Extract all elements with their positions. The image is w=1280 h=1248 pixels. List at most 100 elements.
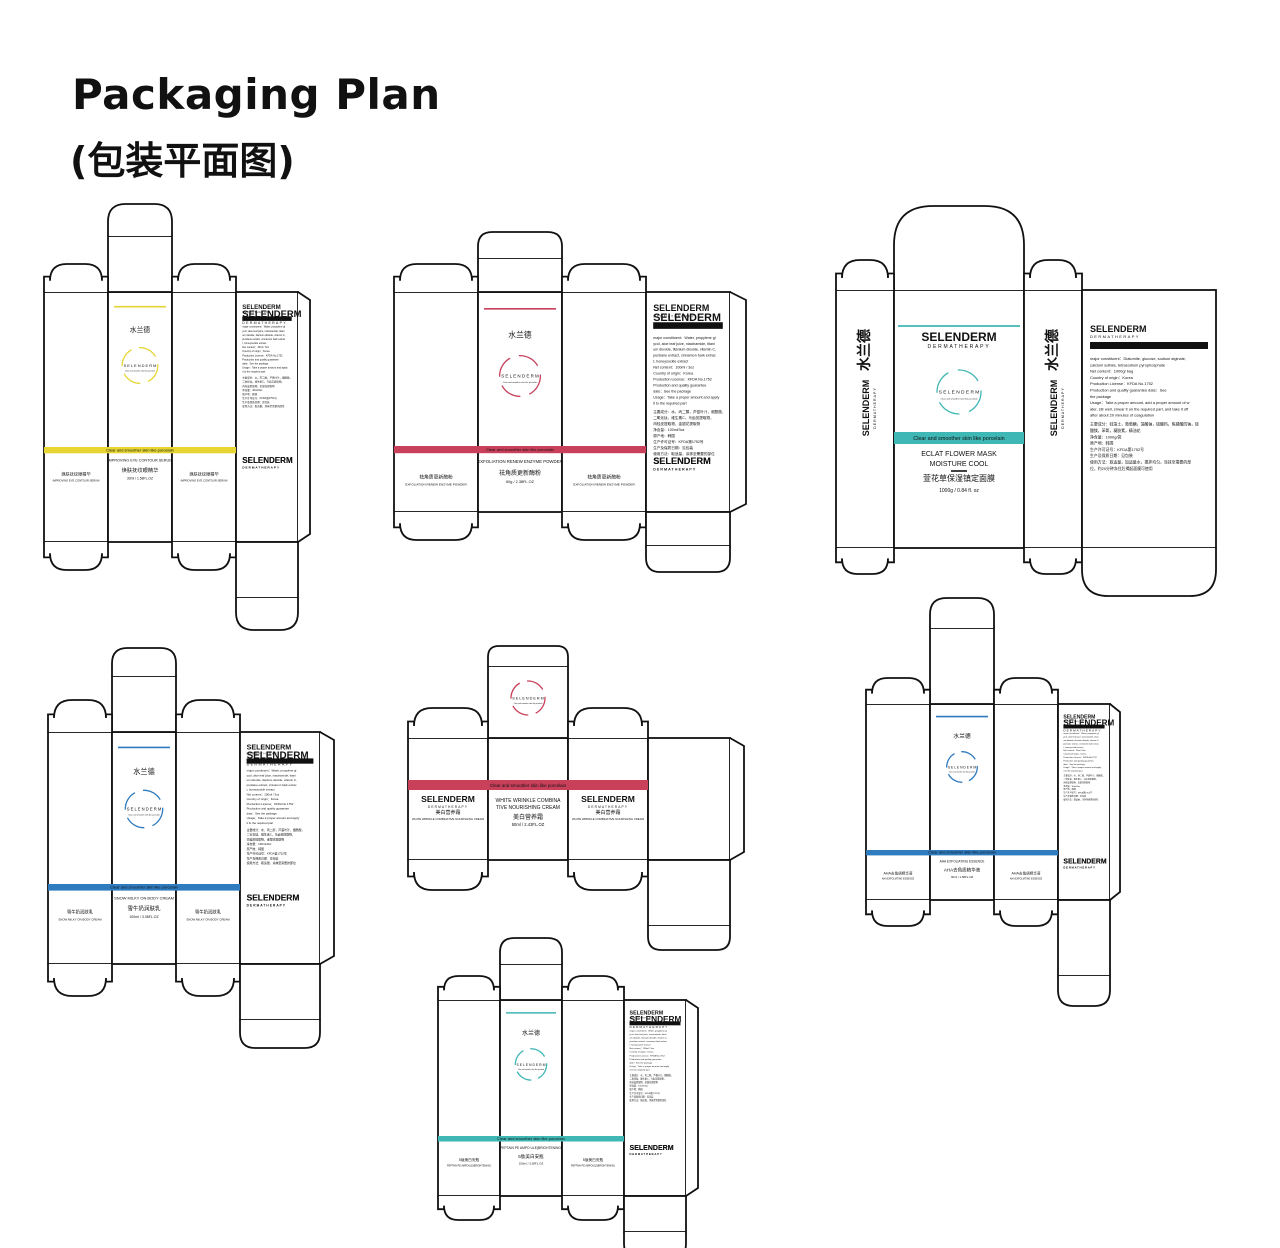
brand-name: SELENDERM bbox=[247, 750, 309, 761]
front-product-en2: MOISTURE COOL bbox=[930, 461, 989, 468]
dust-flap-bottom-left bbox=[835, 548, 895, 575]
info-line: purslane extract, cinnamon bark extrac bbox=[630, 1040, 668, 1043]
dust-flap-bottom-right bbox=[993, 900, 1059, 927]
info-line: t, honeysuckle extract bbox=[653, 360, 688, 364]
side-product-en: AHA EXFOLIATING ESSENCE bbox=[882, 878, 915, 881]
info-title: 雪牛奶润肤乳 bbox=[248, 758, 270, 763]
dust-flap-top-left bbox=[47, 699, 113, 732]
info-line: major constituent：Water, propylene gl bbox=[242, 326, 285, 329]
top-lid bbox=[499, 963, 563, 1001]
emblem-ring bbox=[121, 346, 159, 384]
info-line: Usage：Take a proper amount and apply bbox=[630, 1065, 671, 1068]
top-tuck-flap bbox=[929, 597, 995, 628]
color-band bbox=[438, 1136, 624, 1142]
color-band bbox=[44, 447, 236, 454]
info-title-bar bbox=[1063, 724, 1105, 729]
dust-flap-top-right bbox=[1023, 259, 1083, 290]
info-line: 二氧化钛，维生素C，马齿苋提取物， bbox=[653, 415, 714, 420]
info-size: 30ml bbox=[1098, 726, 1104, 729]
info-line: um dioxide, titanium dioxide, vitamin C, bbox=[242, 334, 285, 337]
info-line: 生产及保质日期：见包装 bbox=[630, 1094, 655, 1098]
bottom-tuck-flap bbox=[235, 598, 299, 631]
emblem-ring bbox=[498, 354, 542, 398]
info-line: ycol, aloe leaf juice, niacinamide, tita… bbox=[1063, 736, 1099, 739]
info-line: major constituent：Water, propylene gl bbox=[247, 769, 297, 773]
front-product-en: WHITE WRINKLE COMBINA bbox=[495, 798, 561, 804]
side-panel-right bbox=[567, 737, 649, 861]
side-brand-vertical: SELENDERM bbox=[861, 380, 871, 437]
brand-name: SELENDERM bbox=[247, 744, 292, 752]
emblem-subtext: Clear and smoother skin like porcelain bbox=[940, 398, 978, 401]
info-line: t, honeysuckle extract bbox=[242, 342, 266, 345]
dust-flap-bottom-right bbox=[175, 964, 241, 997]
brand-name: SELENDERM bbox=[630, 1015, 682, 1024]
info-line: 生产及保质日期：见包装 bbox=[242, 400, 270, 404]
brand-tagline: DERMATHERAPY bbox=[247, 752, 281, 756]
emblem-ring bbox=[510, 680, 546, 716]
band-text: Clear and smoother skin like porcelain bbox=[486, 447, 554, 452]
band-text: Clear and smoother skin like porcelain bbox=[497, 1136, 565, 1141]
side-panel-right bbox=[561, 999, 625, 1197]
front-volume: 30ml / 1.58FL.OZ bbox=[951, 875, 974, 879]
brand-name: SELENDERM bbox=[247, 893, 300, 903]
page-title: Packaging Plan bbox=[72, 70, 441, 119]
info-line: Net content：1000g/ bag bbox=[1090, 369, 1133, 374]
info-line: it to the required part bbox=[630, 1069, 650, 1072]
dust-flap-bottom-left bbox=[865, 900, 931, 927]
brand-tagline: DERMATHERAPY bbox=[242, 466, 280, 470]
info-line: it to the required part bbox=[653, 401, 686, 405]
info-line: um dioxide, titanium dioxide, vitamin C, bbox=[1063, 739, 1099, 742]
top-lid bbox=[929, 627, 995, 705]
info-line: ycol, aloe leaf juice, niacinamide, tita… bbox=[242, 330, 285, 333]
info-line: Production License：KFDA No.1752 bbox=[1090, 381, 1153, 386]
page-subtitle: (包装平面图) bbox=[70, 139, 295, 183]
front-product-cn: 萱花草保湿镇定面膜 bbox=[923, 473, 995, 483]
info-line: 生产许可证号：KFDA第1752号 bbox=[653, 439, 704, 444]
dust-flap-top-right bbox=[561, 975, 625, 1000]
info-line: Net content：30ml / 3oz bbox=[1063, 749, 1085, 752]
dust-flap-top-right bbox=[561, 263, 647, 292]
emblem-text: S E L E N D E R M bbox=[501, 374, 539, 379]
bottom-lid bbox=[645, 511, 731, 547]
emblem-text: S E L E N D E R M bbox=[127, 807, 162, 812]
front-product-en: ECLAT FLOWER MASK bbox=[921, 451, 997, 458]
dust-flap-bottom-right bbox=[171, 542, 237, 571]
top-tuck-flap bbox=[111, 647, 177, 676]
side-product-en: IMPROVING EYE CONTOUR SERUM bbox=[53, 479, 101, 483]
front-panel bbox=[111, 731, 177, 965]
info-line: Usage：Take a proper amount, add a proper… bbox=[1090, 400, 1190, 405]
info-line: date：See the package bbox=[1063, 763, 1085, 766]
glue-flap bbox=[1109, 703, 1121, 901]
info-size: 60g bbox=[713, 323, 721, 328]
side-product-cn: 雪牛奶润肤乳 bbox=[67, 909, 94, 916]
info-line: 使用方法：取适量，涂抹至需要的部位 bbox=[1063, 797, 1098, 801]
info-line: 原产地：韩国 bbox=[653, 433, 675, 438]
dust-flap-bottom-left bbox=[407, 860, 489, 891]
brand-cn: 水兰德 bbox=[522, 1029, 540, 1037]
top-lid bbox=[107, 235, 173, 293]
side-brand-vertical: SELENDERM bbox=[1049, 380, 1059, 437]
front-volume: 60g / 2.38FL.OZ bbox=[506, 480, 535, 484]
info-title: AHA去角质精华液 bbox=[1065, 725, 1086, 729]
emblem-text: S E L E N D E R M bbox=[948, 766, 976, 770]
brand-tagline: DERMATHERAPY bbox=[1063, 728, 1101, 732]
dust-flap-bottom-left bbox=[393, 512, 479, 541]
side-product-cn: 焕肤抚纹眼精华 bbox=[61, 470, 90, 477]
info-line: 生产及保质日期：见包装 bbox=[653, 445, 693, 450]
info-line: Production License：KFDA No.1752 bbox=[1063, 756, 1097, 759]
brand-name: SELENDERM bbox=[581, 794, 635, 804]
back-panel bbox=[623, 999, 687, 1197]
front-panel bbox=[487, 737, 569, 861]
info-title: 祛角质更新酶粉 bbox=[655, 322, 686, 329]
top-tuck-flap bbox=[893, 205, 1025, 290]
info-line: 净含量：30ml/3oz bbox=[242, 388, 263, 392]
info-line: 使用方法：取适量，涂抹至需要的部位 bbox=[653, 451, 715, 456]
info-line: Country of origin：Korea bbox=[242, 350, 270, 353]
info-line: t, honeysuckle extract bbox=[1063, 746, 1083, 749]
dust-flap-bottom-left bbox=[47, 964, 113, 997]
